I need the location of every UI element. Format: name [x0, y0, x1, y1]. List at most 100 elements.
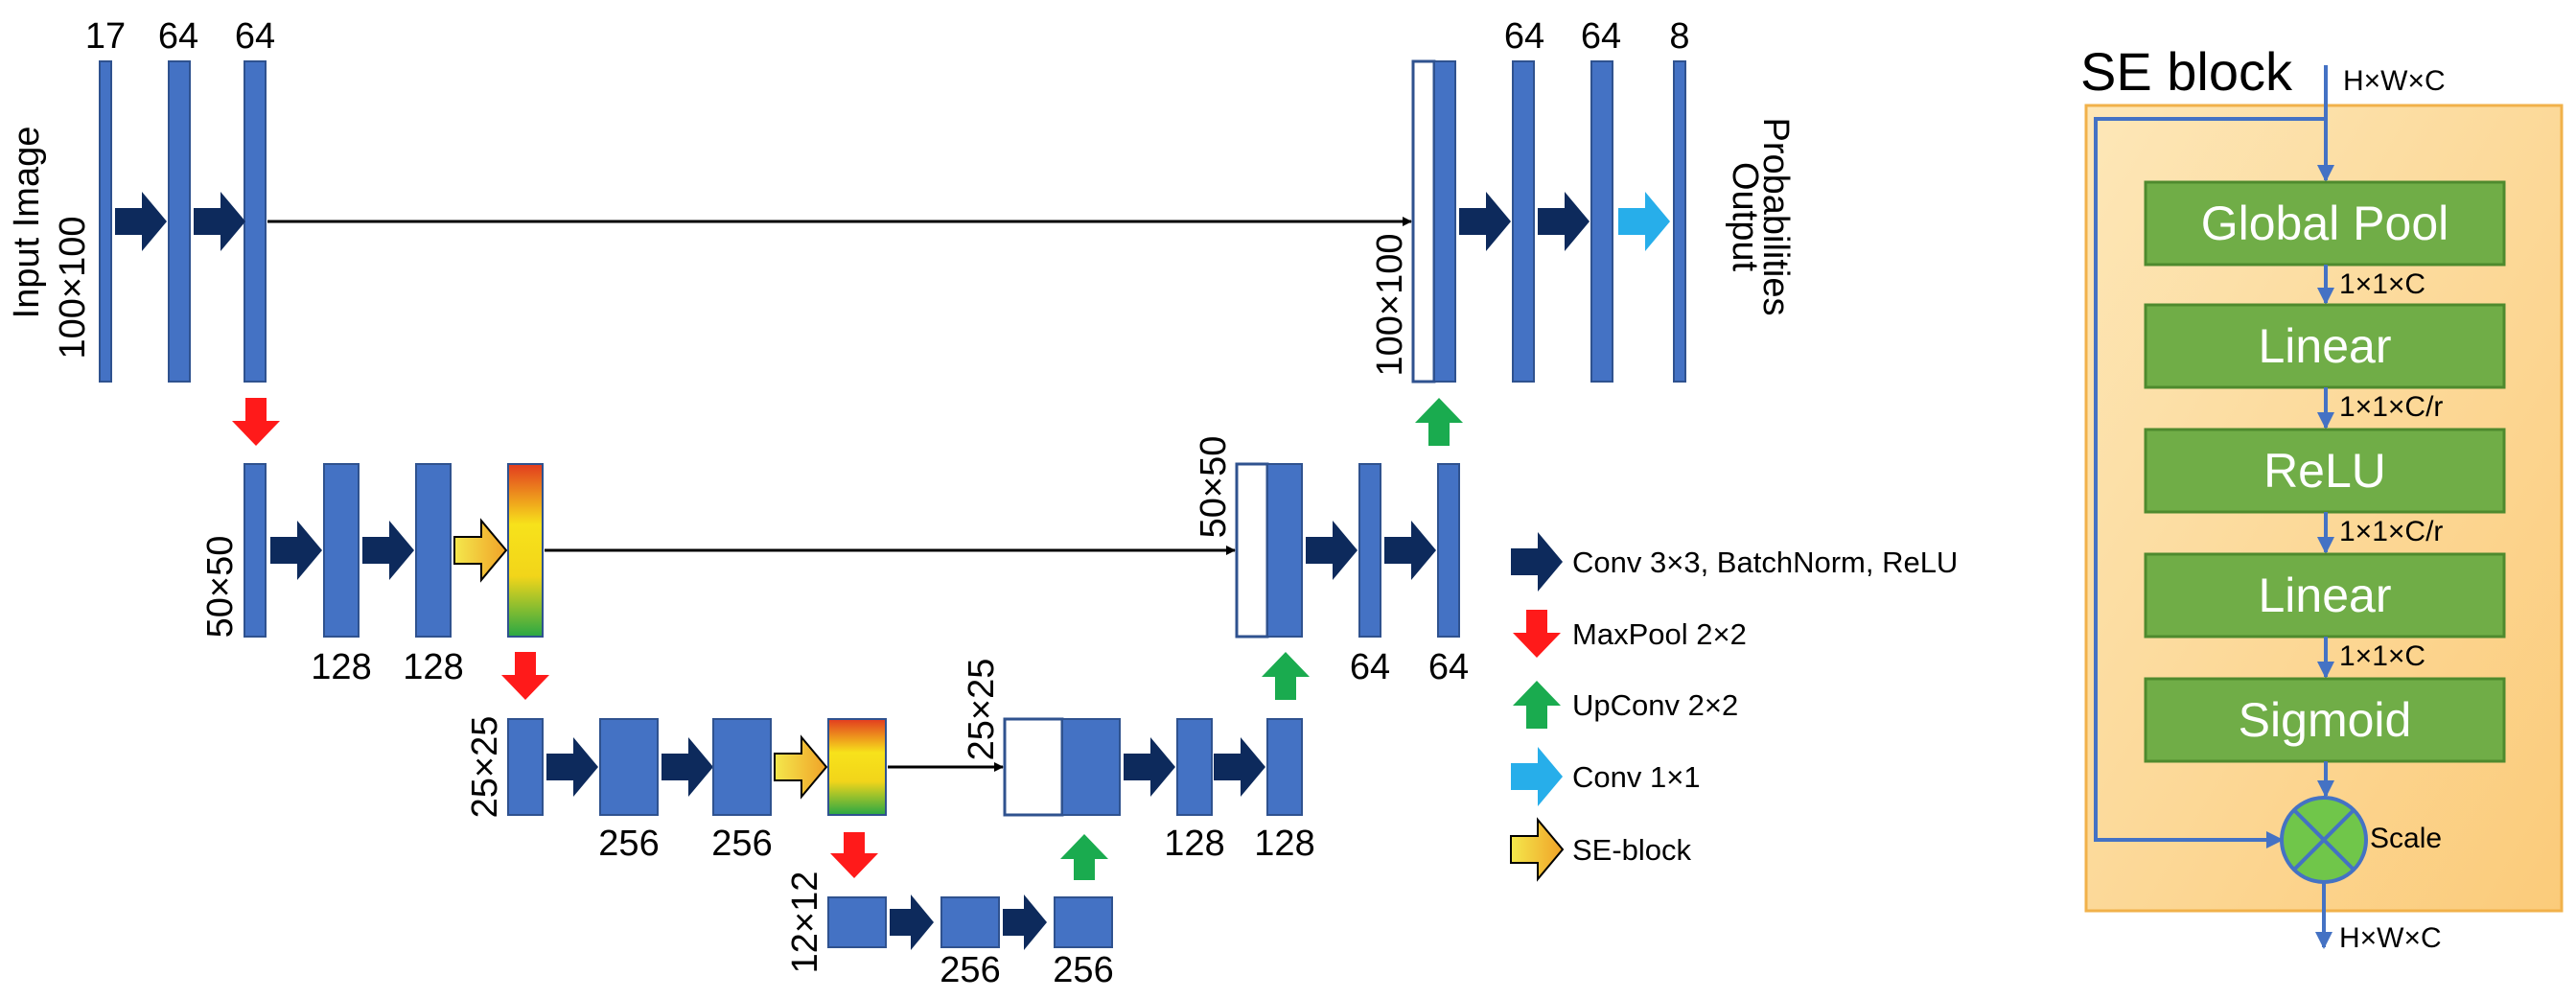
legend-upconv-icon — [1513, 681, 1561, 729]
se-block-title: SE block — [2080, 41, 2293, 102]
maxpool-arrow — [830, 832, 878, 878]
level-3: 25×25 256 256 25×25 128 128 — [465, 659, 1315, 864]
channel-label: 256 — [711, 824, 772, 864]
level-2: 50×50 128 128 50×50 64 64 — [200, 436, 1469, 687]
conv-arrow — [546, 737, 598, 797]
channel-label: 128 — [311, 647, 371, 687]
se-step-sigmoid-label: Sigmoid — [2239, 693, 2412, 747]
input-image-label: Input Image — [7, 127, 47, 319]
se-dim-label: 1×1×C — [2339, 640, 2425, 672]
output-feature-map — [1673, 60, 1686, 383]
se-step-relu-label: ReLU — [2263, 444, 2386, 498]
legend-se-label: SE-block — [1572, 833, 1692, 867]
conv-arrow — [1003, 894, 1047, 950]
level-4: 12×12 256 256 — [785, 871, 1114, 990]
channel-label: 256 — [1053, 950, 1113, 990]
feature-map — [99, 60, 112, 383]
conv-arrow — [1124, 737, 1175, 797]
feature-map — [1433, 60, 1456, 383]
legend-upconv-label: UpConv 2×2 — [1572, 688, 1738, 722]
scale-label: Scale — [2370, 823, 2442, 854]
se-dim-label: 1×1×C/r — [2339, 516, 2443, 547]
input-size-label: 100×100 — [53, 217, 93, 360]
legend-maxpool-icon — [1513, 610, 1561, 658]
conv-arrow — [1306, 521, 1358, 580]
channel-label: 128 — [1254, 824, 1314, 864]
feature-map — [712, 718, 772, 816]
se-feature-map — [507, 463, 544, 638]
channel-label: 64 — [1350, 647, 1390, 687]
maxpool-arrow — [501, 652, 549, 700]
se-step-global-pool-label: Global Pool — [2201, 197, 2449, 250]
legend-maxpool-label: MaxPool 2×2 — [1572, 617, 1747, 651]
concat-feature-map — [1235, 462, 1269, 639]
legend-se-icon — [1510, 817, 1565, 882]
feature-map — [244, 463, 267, 638]
output-label: Output — [1725, 162, 1765, 272]
conv-arrow — [362, 521, 414, 580]
legend-conv1x1-label: Conv 1×1 — [1572, 760, 1701, 794]
feature-map — [1266, 463, 1303, 638]
feature-map — [1512, 60, 1535, 383]
upconv-arrow — [1415, 398, 1463, 446]
se-step-linear-1-label: Linear — [2259, 319, 2392, 373]
legend-conv1x1-icon — [1511, 747, 1563, 806]
conv-arrow — [194, 192, 245, 251]
se-arrow — [774, 734, 828, 800]
feature-map — [1176, 718, 1213, 816]
conv-arrow — [1384, 521, 1436, 580]
size-label: 12×12 — [785, 871, 825, 974]
conv-arrow — [661, 737, 713, 797]
channel-label: 17 — [85, 16, 126, 57]
output-label: Probabilities — [1755, 118, 1796, 316]
channel-label: 256 — [598, 824, 659, 864]
se-output-dim: H×W×C — [2339, 922, 2442, 954]
scale-multiply-icon — [2280, 796, 2368, 884]
feature-map — [168, 60, 191, 383]
upconv-arrow — [1060, 834, 1108, 880]
conv-arrow — [1214, 737, 1265, 797]
upconv-arrow — [1262, 652, 1310, 700]
se-residual-path — [2094, 117, 2326, 848]
concat-feature-map — [1003, 717, 1064, 817]
channel-label: 64 — [1581, 16, 1621, 57]
channel-label: 64 — [158, 16, 198, 57]
decoder-size-label: 50×50 — [1194, 436, 1234, 539]
feature-map — [1266, 718, 1303, 816]
conv-arrow — [270, 521, 322, 580]
conv-arrow — [890, 894, 934, 950]
se-arrow — [453, 518, 508, 583]
channel-label: 64 — [1428, 647, 1469, 687]
channel-label: 64 — [1504, 16, 1544, 57]
size-label: 25×25 — [465, 716, 505, 819]
se-step-relu — [2144, 428, 2506, 514]
feature-map — [827, 896, 887, 948]
decoder-size-label: 100×100 — [1370, 234, 1410, 377]
feature-map — [244, 60, 267, 383]
conv-arrow — [115, 192, 167, 251]
decoder-size-label: 25×25 — [962, 659, 1002, 761]
conv-arrow — [1538, 192, 1590, 251]
feature-map — [323, 463, 360, 638]
feature-map — [415, 463, 452, 638]
se-step-linear-2 — [2144, 552, 2506, 639]
se-block-panel: SE block H×W×C Global Pool 1×1×C Linear … — [2080, 41, 2564, 954]
se-dim-label: 1×1×C/r — [2339, 391, 2443, 423]
se-step-linear-2-label: Linear — [2259, 569, 2392, 622]
conv-arrow — [1459, 192, 1511, 251]
feature-map — [1590, 60, 1613, 383]
channel-label: 8 — [1669, 16, 1689, 57]
legend-conv-icon — [1511, 532, 1563, 592]
concat-feature-map — [1411, 59, 1436, 383]
conv1x1-arrow — [1618, 192, 1670, 251]
channel-label: 128 — [1164, 824, 1224, 864]
feature-map — [599, 718, 659, 816]
se-input-dim: H×W×C — [2343, 65, 2446, 97]
feature-map — [1358, 463, 1381, 638]
legend: Conv 3×3, BatchNorm, ReLU MaxPool 2×2 Up… — [1510, 532, 1958, 882]
feature-map — [1061, 718, 1121, 816]
channel-label: 128 — [403, 647, 463, 687]
se-dim-label: 1×1×C — [2339, 268, 2425, 300]
size-label: 50×50 — [200, 536, 241, 639]
legend-conv-label: Conv 3×3, BatchNorm, ReLU — [1572, 546, 1958, 579]
